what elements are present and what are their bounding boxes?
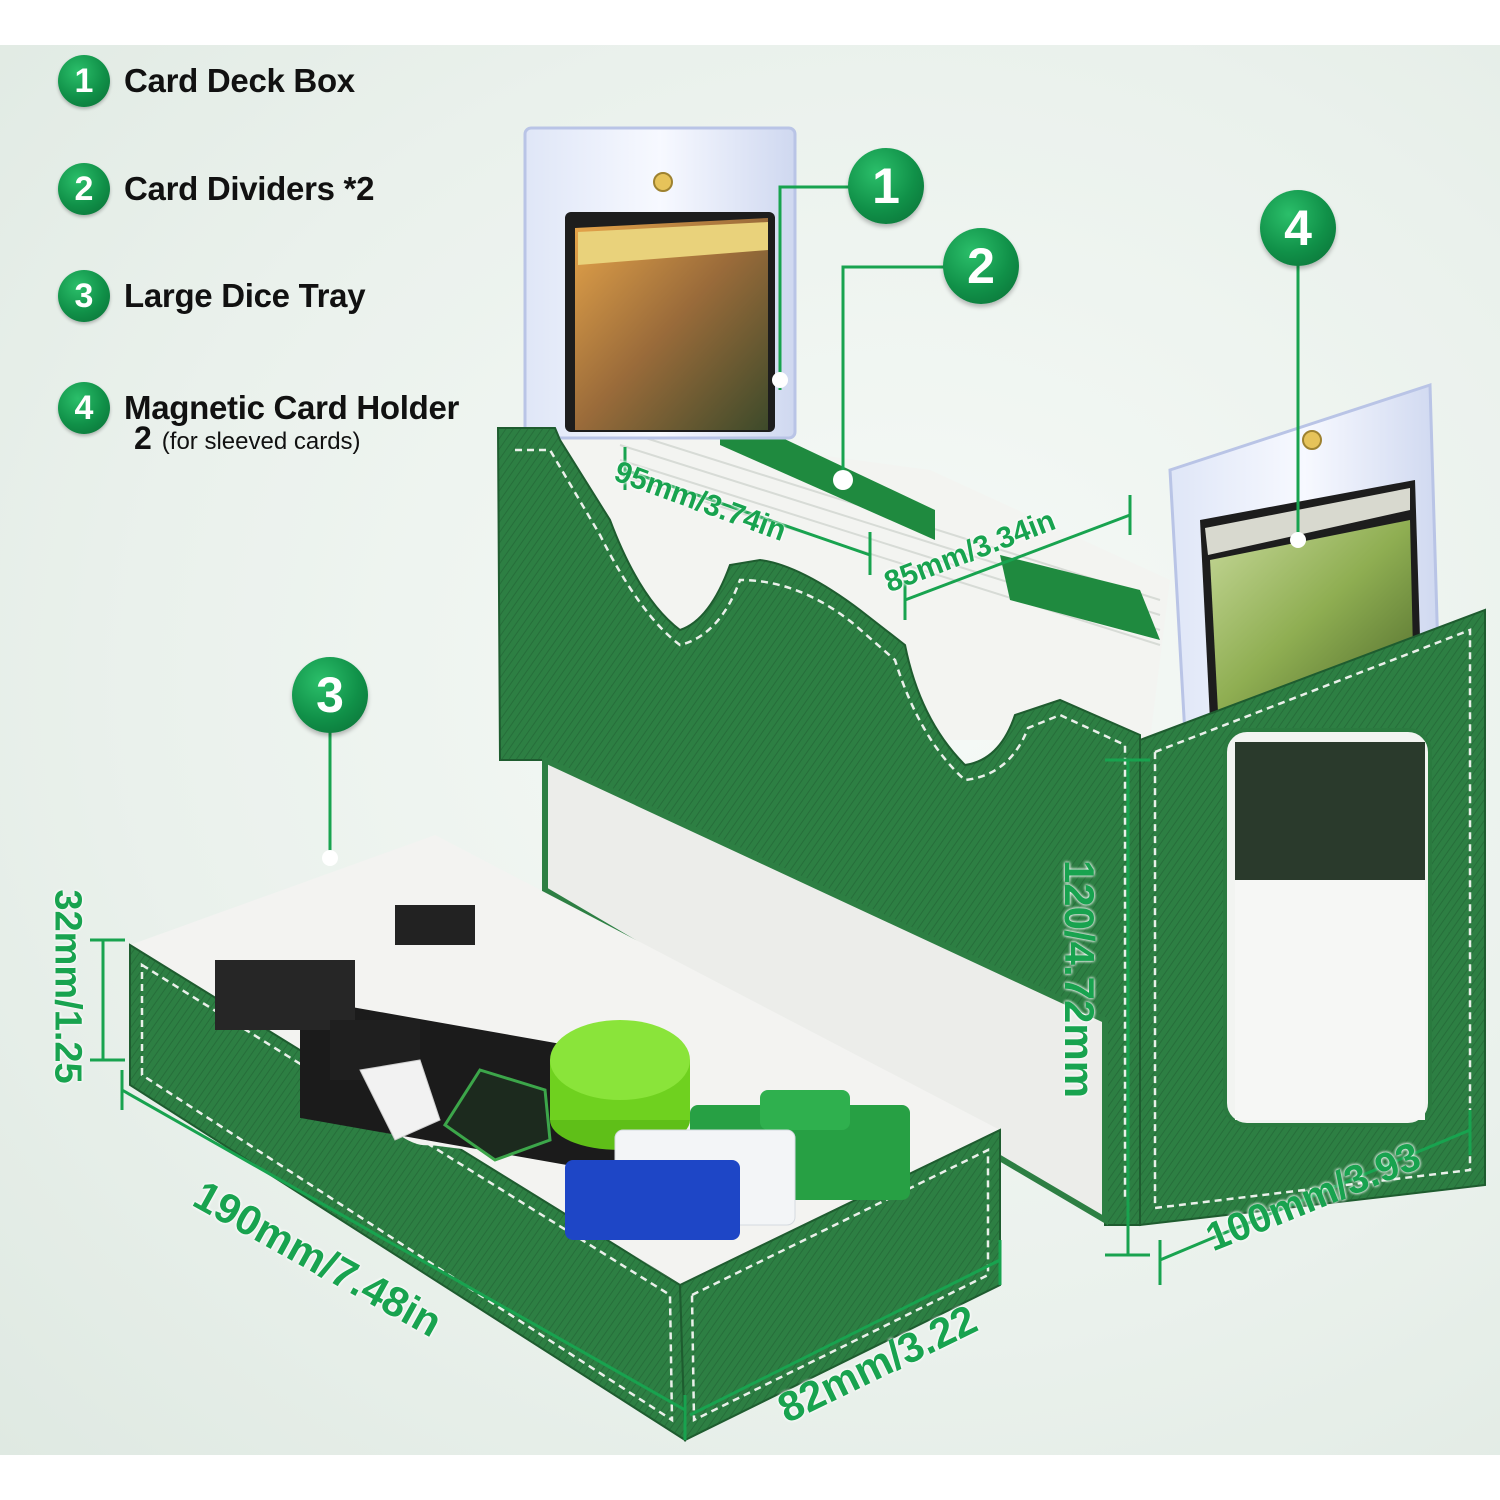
- d20-die: [442, 1068, 552, 1162]
- callout-3: 3: [292, 657, 368, 733]
- legend-label: Card Deck Box: [124, 62, 355, 99]
- dim-box-height: 120/4.72mm: [1056, 859, 1104, 1099]
- legend-item-card-deck-box: 1 Card Deck Box: [58, 55, 355, 107]
- legend-label: Magnetic Card Holder: [124, 389, 460, 426]
- number-badge: 2: [58, 163, 110, 215]
- white-d20: [359, 1059, 441, 1141]
- legend-item-card-dividers: 2 Card Dividers *2: [58, 163, 374, 215]
- box-front-panel: [496, 427, 1141, 1226]
- card-divider-1: [720, 418, 935, 540]
- legend-label: Card Dividers *2: [124, 170, 375, 207]
- dimension-lines: [90, 447, 1472, 1440]
- callout-4: 4: [1260, 190, 1336, 266]
- dim-tray-height: 32mm/1.25: [46, 889, 89, 1084]
- product-image: 1 Card Deck Box 2 Card Dividers *2 3 Lar…: [0, 45, 1500, 1455]
- leader-lines: [328, 185, 1300, 858]
- number-badge: 4: [58, 382, 110, 434]
- holder-quantity: 2: [134, 420, 152, 456]
- product-illustration: [90, 126, 1486, 1442]
- legend-item-dice-tray: 3 Large Dice Tray: [58, 270, 366, 322]
- legend-item-magnetic-holder: 4 Magnetic Card Holder: [58, 382, 459, 434]
- magnetic-holder-left: [523, 126, 797, 440]
- holder-note: (for sleeved cards): [161, 428, 361, 455]
- legend-sub-note: 2 (for sleeved cards): [134, 420, 361, 457]
- callout-1: 1: [848, 148, 924, 224]
- leader-dots: [322, 372, 1306, 866]
- legend-label: Large Dice Tray: [124, 277, 366, 314]
- card-divider-2: [1000, 555, 1160, 640]
- number-badge: 3: [58, 270, 110, 322]
- callout-2: 2: [943, 228, 1019, 304]
- drawer-slot: [542, 755, 1108, 1226]
- number-badge: 1: [58, 55, 110, 107]
- blue-dice: [565, 1160, 740, 1240]
